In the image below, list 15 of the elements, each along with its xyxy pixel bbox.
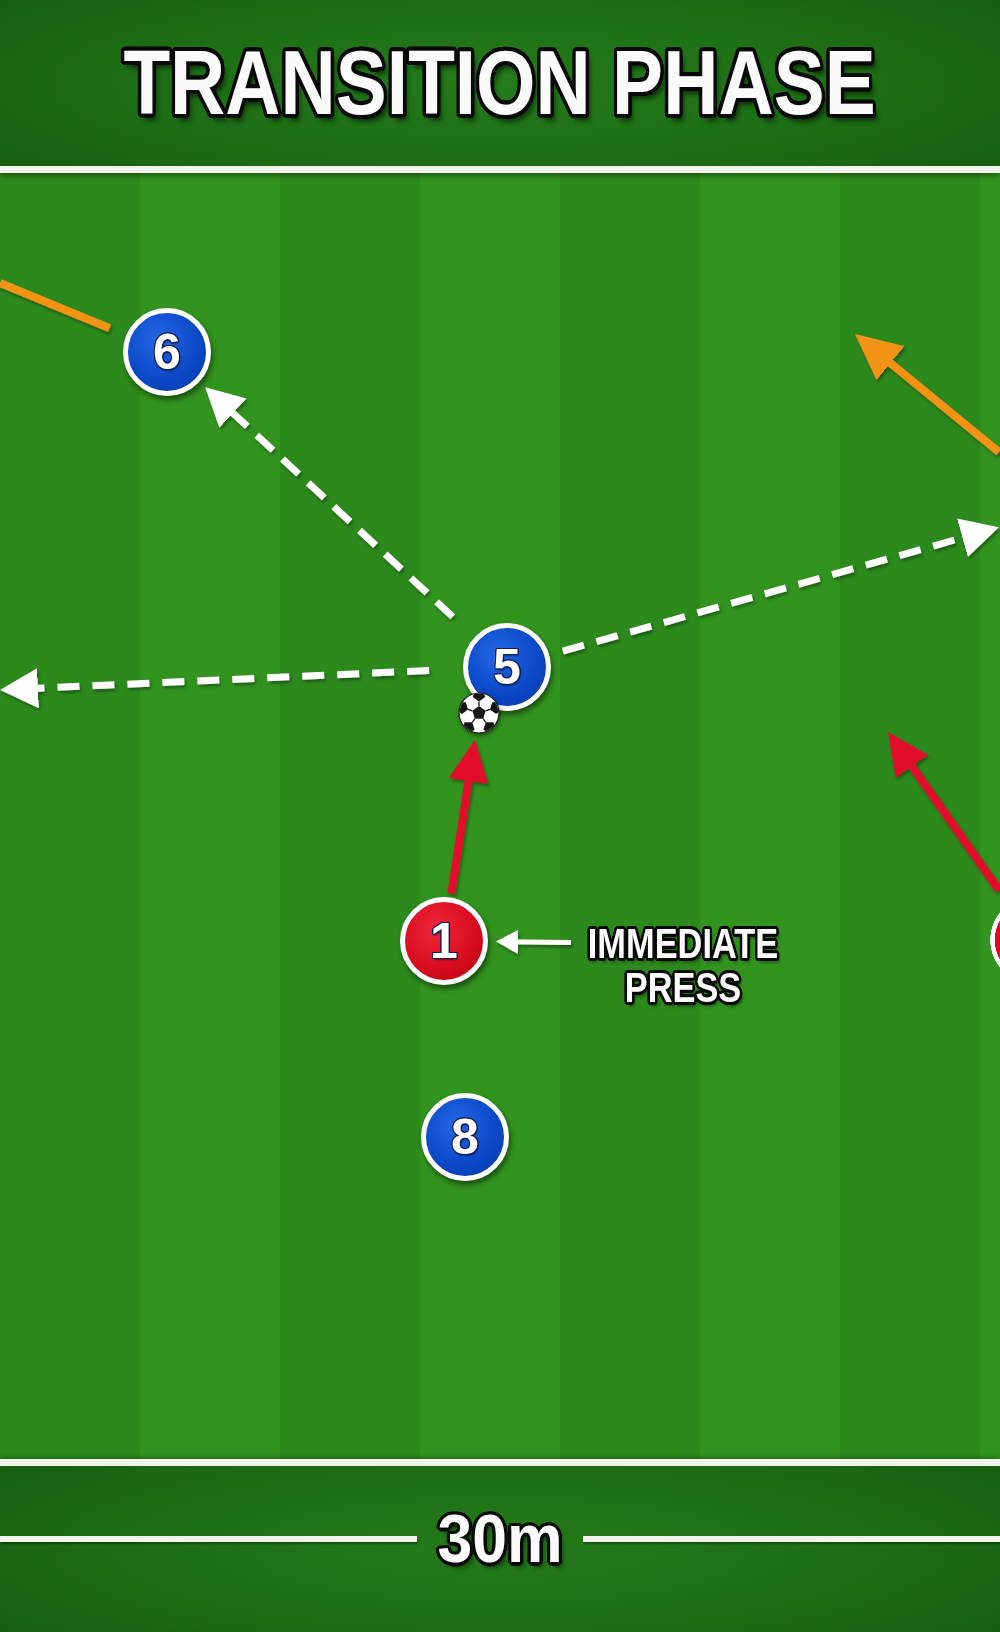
dimension-label: 30m: [437, 1503, 563, 1575]
soccer-ball-icon: [458, 692, 500, 734]
player-number: 1: [430, 916, 458, 966]
arrow: [887, 732, 1000, 893]
annotation-text: IMMEDIATE PRESS: [583, 921, 783, 1009]
title: TRANSITION PHASE: [123, 35, 877, 131]
line: [0, 279, 112, 332]
dashed-arrow: [0, 667, 430, 709]
player-number: 8: [451, 1112, 479, 1162]
leader-arrow: [496, 929, 572, 954]
dashed-arrow: [561, 518, 999, 655]
player-number: 6: [153, 327, 181, 377]
arrow: [447, 739, 489, 895]
player-number: 5: [493, 642, 521, 692]
dashed-arrow: [205, 387, 456, 620]
